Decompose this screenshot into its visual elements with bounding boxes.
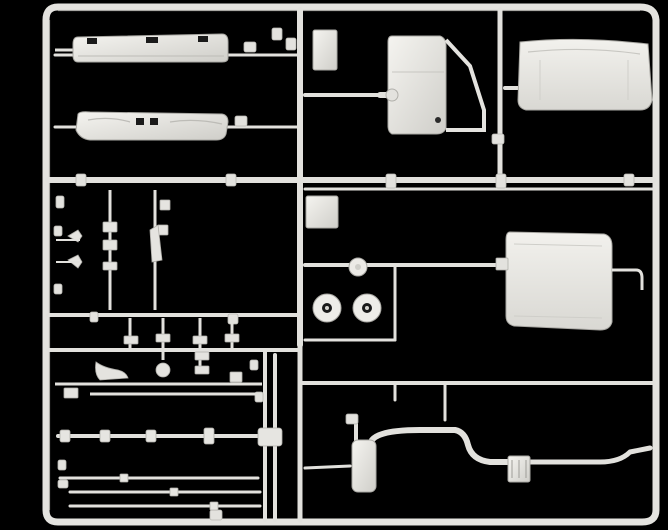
square-tab-part bbox=[312, 29, 338, 71]
small-parts-cluster bbox=[55, 318, 262, 399]
sprue-outer-frame bbox=[42, 3, 660, 526]
bumper-part-lower bbox=[75, 111, 229, 141]
muffler-part bbox=[345, 413, 377, 493]
wheel-parts bbox=[312, 293, 382, 323]
roof-panel-part bbox=[495, 231, 644, 331]
long-rod-parts bbox=[56, 434, 264, 508]
bumper-part-upper bbox=[55, 33, 229, 63]
exhaust-bracket-part bbox=[507, 455, 531, 483]
hood-panel-part bbox=[517, 38, 653, 111]
round-knob-part bbox=[348, 257, 368, 277]
small-parts-left-column bbox=[56, 190, 171, 310]
square-tab-part-2 bbox=[305, 195, 339, 229]
rod-joints bbox=[59, 427, 283, 511]
sprue-gate-nubs bbox=[53, 27, 635, 521]
door-panel-part bbox=[385, 35, 486, 135]
